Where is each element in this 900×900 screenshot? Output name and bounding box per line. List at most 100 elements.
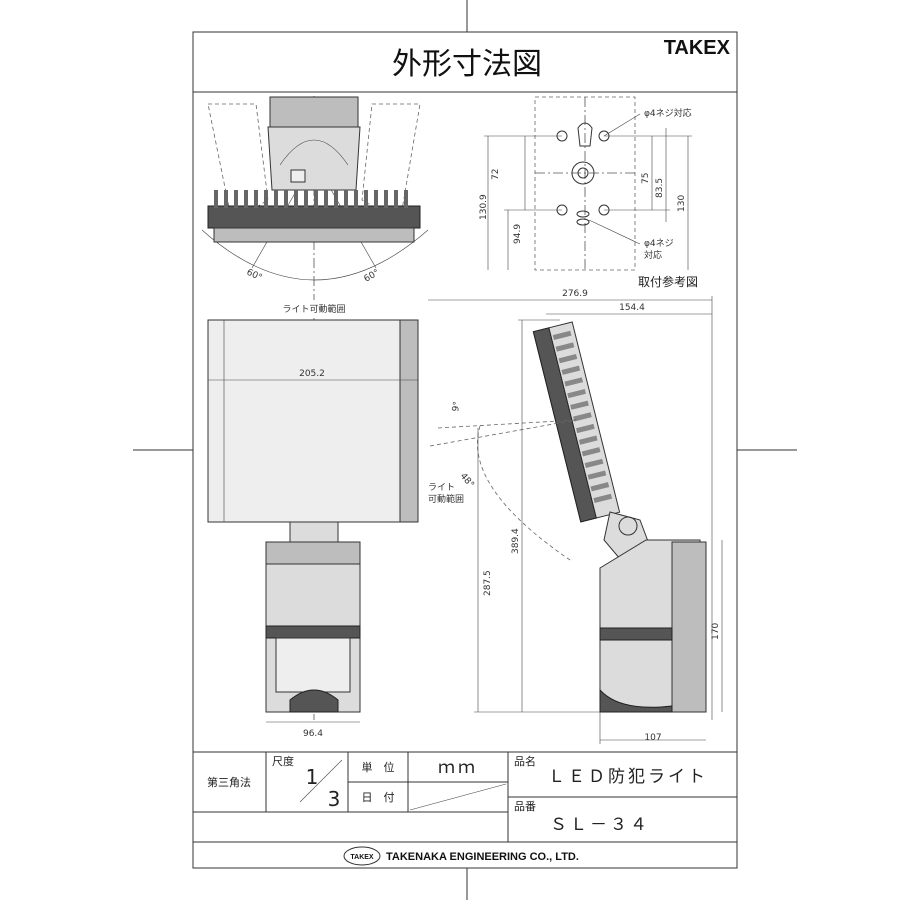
top-view-range-ghost-left	[207, 103, 269, 223]
unit-label: 単 位	[362, 760, 395, 774]
heatsink-fin	[214, 190, 218, 208]
side-view: 276.9 154.4 9° 48° ライト 可動範囲 287.5 389.4	[428, 289, 723, 744]
product-name-label: 品名	[514, 754, 536, 768]
heatsink-fin	[344, 190, 348, 208]
dim-96-4: 96.4	[303, 729, 323, 739]
heatsink-fin	[244, 190, 248, 208]
light-range-label-side-2: 可動範囲	[428, 493, 464, 505]
dim-154-4: 154.4	[619, 303, 645, 313]
dim-72: 72	[491, 169, 501, 180]
dim-205-2: 205.2	[299, 369, 325, 379]
side-fin	[590, 482, 610, 492]
front-view-sensor	[275, 637, 351, 693]
dim-170: 170	[711, 623, 721, 640]
tb-scale-slash	[299, 759, 343, 803]
top-view-neck	[267, 126, 361, 191]
top-view-heatsink-fins	[214, 190, 408, 208]
side-fin	[561, 365, 581, 375]
heatsink-fin	[224, 190, 228, 208]
angle-label-left: 60°	[245, 268, 264, 284]
front-view-body-top	[265, 541, 361, 565]
side-view-joint	[618, 516, 638, 536]
side-view-foot	[599, 688, 673, 713]
heatsink-fin	[304, 190, 308, 208]
top-view-sensor-head	[269, 96, 359, 128]
heatsink-fin	[354, 190, 358, 208]
front-view-band	[265, 625, 361, 639]
dim-389-4: 389.4	[511, 528, 521, 554]
page-title: 外形寸法図	[392, 47, 542, 82]
leader-screw-bottom	[588, 219, 641, 245]
heatsink-fin	[284, 190, 288, 208]
label-screw-top: φ4ネジ対応	[644, 107, 692, 119]
label-screw-bottom-1: φ4ネジ	[644, 238, 674, 249]
side-fin	[552, 330, 572, 340]
side-view-fins	[552, 330, 613, 503]
top-view-range-ghost-right	[361, 103, 421, 223]
mount-caption: 取付参考図	[638, 274, 698, 289]
footer-logo-oval	[343, 846, 381, 866]
scale-numerator: 1	[306, 765, 319, 789]
heatsink-fin	[374, 190, 378, 208]
dim-130: 130	[677, 195, 687, 212]
scale-denominator: 3	[328, 787, 341, 811]
mount-slot	[576, 210, 590, 218]
footer-logo: TAKEX	[350, 854, 374, 861]
side-fin	[593, 493, 613, 503]
heatsink-fin	[274, 190, 278, 208]
top-view: 60° 60° ライト可動範囲	[201, 96, 429, 315]
projection-label: 第三角法	[207, 775, 251, 789]
side-view-angle-line	[429, 419, 577, 447]
product-number-label: 品番	[514, 800, 536, 813]
side-view-band	[599, 627, 673, 641]
mount-center-hole-inner	[577, 167, 589, 179]
heatsink-fin	[364, 190, 368, 208]
mounting-reference: φ4ネジ対応 φ4ネジ 対応 130.9 94.9 72 75 83.5 130…	[479, 96, 698, 289]
side-view-lamp-head	[532, 321, 621, 523]
front-view-foot	[289, 689, 339, 713]
side-fin	[587, 470, 607, 480]
side-fin	[570, 400, 589, 410]
mount-center-hole	[571, 161, 595, 185]
scale-label: 尺度	[272, 754, 294, 768]
side-view-range-arc	[477, 425, 571, 561]
heatsink-fin	[334, 190, 338, 208]
side-view-angle-line	[437, 419, 577, 429]
unit-value: ｍｍ	[438, 758, 478, 778]
heatsink-fin	[384, 190, 388, 208]
title-block: 第三角法 尺度 1 3 単 位 ｍｍ 日 付 品名 ＬＥＤ防犯ライト 品番 ＳＬ…	[193, 751, 737, 843]
dim-107: 107	[644, 733, 661, 743]
side-fin	[555, 342, 575, 352]
dim-130-9: 130.9	[479, 194, 489, 220]
heatsink-fin	[404, 190, 408, 208]
heatsink-fin	[324, 190, 328, 208]
mount-slot	[576, 218, 590, 226]
leader-screw-top	[603, 113, 641, 137]
date-label: 日 付	[362, 791, 395, 804]
side-view-lamp-face	[532, 327, 597, 523]
heatsink-fin	[234, 190, 238, 208]
top-view-range-arc	[201, 229, 429, 281]
mount-keyhole	[577, 122, 593, 147]
side-fin	[567, 388, 586, 399]
brand-logo: TAKEX	[664, 37, 731, 59]
heatsink-fin	[394, 190, 398, 208]
side-fin	[573, 412, 592, 422]
front-view-lamp-panel	[207, 319, 419, 523]
angle-label-side-48: 48°	[458, 472, 476, 491]
angle-label-side-small: 9°	[451, 401, 463, 413]
angle-label-right: 60°	[363, 268, 382, 285]
label-screw-bottom-2: 対応	[644, 249, 662, 261]
side-fin	[578, 435, 598, 445]
footer: TAKEX TAKENAKA ENGINEERING CO., LTD.	[343, 846, 579, 866]
dim-287-5: 287.5	[483, 570, 493, 596]
heatsink-fin	[294, 190, 298, 208]
front-view: 205.2 96.4	[207, 318, 419, 739]
dim-75: 75	[641, 173, 651, 184]
product-name: ＬＥＤ防犯ライト	[548, 767, 708, 787]
side-fin	[575, 423, 595, 434]
light-range-label-top: ライト可動範囲	[282, 303, 345, 315]
side-fin	[564, 377, 584, 387]
light-range-label-side-1: ライト	[428, 482, 455, 493]
heatsink-fin	[264, 190, 268, 208]
